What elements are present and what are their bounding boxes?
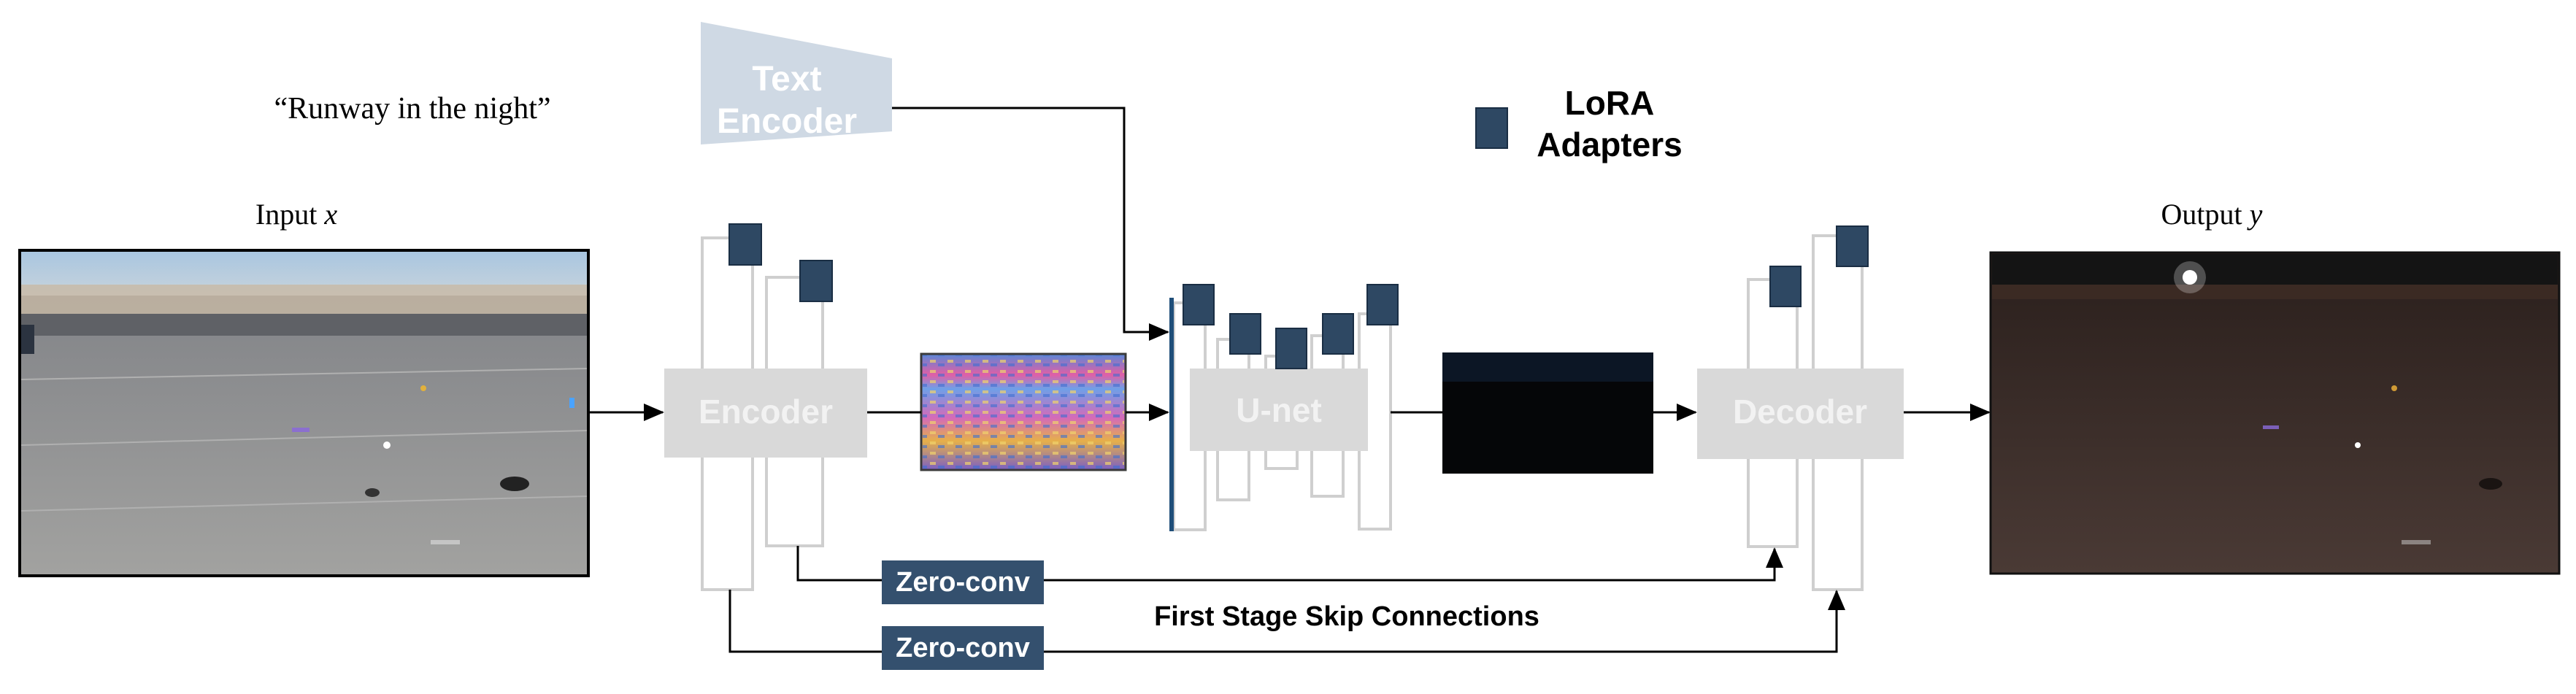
output-image [1989,251,2561,575]
legend-line2: Adapters [1537,126,1682,163]
lora-adapter-square [728,223,762,266]
lora-adapter-square [1366,284,1399,325]
encoder-block [664,369,867,458]
legend-lora-square [1475,107,1508,149]
input-label-prefix: Input [255,198,324,231]
lora-adapter-square [1836,225,1869,267]
output-label-prefix: Output [2161,198,2250,231]
decoder-label: Decoder [1733,393,1867,431]
skip-connections-label: First Stage Skip Connections [1154,601,1539,632]
flow-arrows [588,107,1991,653]
dark-latent [1442,352,1653,474]
skip-arrow-top [796,546,1783,582]
prompt-text: “Runway in the night” [274,92,550,126]
input-label-var: x [323,198,337,231]
unet-block [1190,369,1368,451]
zero-conv-bottom-box [882,626,1044,670]
output-label: Output y [2161,198,2263,231]
text-encoder-line2: Encoder [717,102,857,141]
lora-adapter-square [1183,284,1215,325]
unet-input-bar [1169,298,1174,531]
zero-conv-bottom-label: Zero-conv [896,633,1030,663]
lora-adapter-square [1322,313,1354,355]
skip-arrow-bottom [728,590,1845,653]
lora-adapter-square [1275,328,1307,369]
zero-conv-top-box [882,560,1044,604]
unet-label: U-net [1236,391,1322,429]
text-encoder-line1: Text [752,60,821,99]
output-label-var: y [2247,198,2263,231]
zero-conv-top-label: Zero-conv [896,567,1030,598]
input-image [18,249,590,577]
legend-line1: LoRA [1565,84,1655,122]
input-label: Input x [255,198,337,231]
decoder-block [1697,369,1904,459]
lora-adapters [728,107,1869,369]
arrow-text-unet [892,107,1169,341]
latent-image [920,352,1127,471]
lora-adapter-square [1229,313,1261,355]
lora-adapter-square [1769,266,1802,307]
encoder-label: Encoder [699,393,833,431]
text-encoder-block [701,22,892,144]
lora-adapter-square [799,260,833,302]
